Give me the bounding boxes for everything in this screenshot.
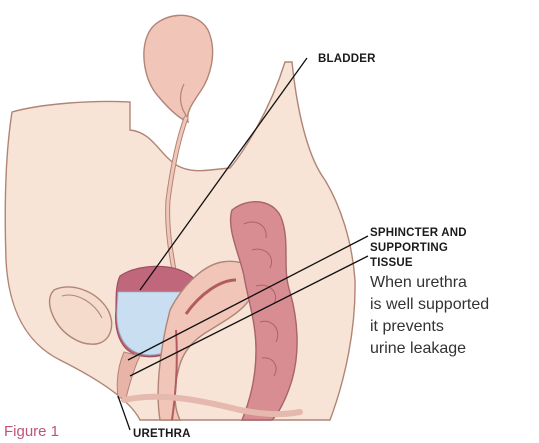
description-line-1: When urethra — [370, 272, 538, 294]
kidney — [144, 15, 213, 122]
description-line-3: it prevents — [370, 316, 538, 338]
bladder-label: BLADDER — [318, 52, 376, 67]
description-line-4: urine leakage — [370, 338, 538, 360]
sphincter-label: SPHINCTER AND SUPPORTING TISSUE — [370, 226, 530, 271]
sphincter-label-line-2: SUPPORTING — [370, 241, 530, 256]
sphincter-label-line-3: TISSUE — [370, 256, 530, 271]
figure-caption: Figure 1 — [4, 423, 59, 440]
description-text: When urethra is well supported it preven… — [370, 272, 538, 360]
urethra-label: URETHRA — [133, 427, 191, 442]
sphincter-label-line-1: SPHINCTER AND — [370, 226, 530, 241]
description-line-2: is well supported — [370, 294, 538, 316]
